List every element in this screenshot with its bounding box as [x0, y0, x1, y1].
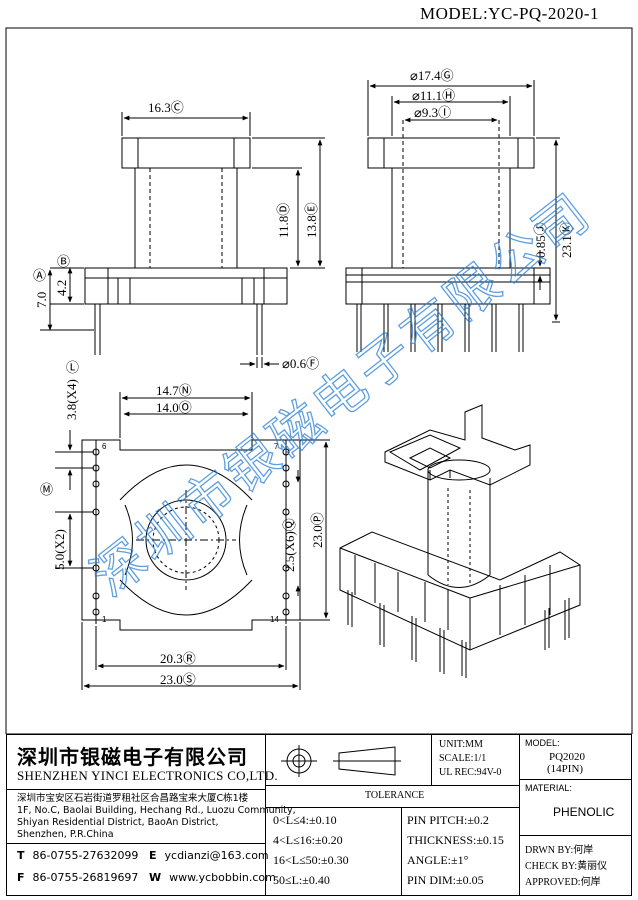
isometric-view [339, 404, 581, 678]
dim-c: 16.3Ⓒ [148, 100, 184, 115]
pin-label-1: 1 [102, 615, 107, 624]
dim-h: ⌀11.1Ⓗ [412, 88, 455, 103]
fax-row: F 86-0755-26819697 [17, 871, 138, 884]
dim-b: Ⓑ [57, 254, 70, 269]
dim-j: 0.85Ⓙ [533, 222, 548, 258]
email-label: E [149, 849, 157, 862]
pin-label-7: 7 [274, 442, 279, 451]
dim-r: 20.3Ⓡ [160, 651, 196, 666]
web-label: W [149, 871, 162, 884]
fax-label: F [17, 871, 25, 884]
unit-text: UNIT:MM [439, 739, 483, 750]
pin-label-6: 6 [102, 442, 107, 451]
sheet-border [5, 27, 633, 734]
dim-s: 23.0Ⓢ [160, 672, 196, 687]
technical-drawing: 16.3Ⓒ 11.8Ⓓ 13.8Ⓔ Ⓑ 4.2 Ⓐ 7.0 ⌀0.6Ⓕ ⌀17.… [5, 27, 633, 734]
material-value: PHENOLIC [553, 805, 615, 819]
title-block: 深圳市银磁电子有限公司 SHENZHEN YINCI ELECTRONICS C… [6, 734, 632, 896]
dim-m: Ⓜ [40, 482, 53, 497]
bottom-view [55, 392, 330, 690]
dim-n: 14.7Ⓝ [156, 383, 192, 398]
tolerance-pin-pitch: PIN PITCH:±0.2 [407, 813, 489, 827]
approved-by: APPROVED:何岸 [525, 877, 601, 888]
dim-k: 23.1Ⓚ [559, 222, 574, 258]
fax-number: 86-0755-26819697 [32, 871, 139, 884]
dim-b-value: 4.2 [54, 280, 69, 296]
tolerance-title: TOLERANCE [365, 790, 425, 801]
drawn-by: DRWN BY:何岸 [525, 845, 594, 856]
checked-by: CHECK BY:黄丽仪 [525, 861, 608, 872]
company-name-en: SHENZHEN YINCI ELECTRONICS CO,LTD. [17, 768, 278, 783]
dim-g: ⌀17.4Ⓖ [410, 68, 454, 83]
dim-e: 13.8Ⓔ [304, 202, 319, 238]
dim-f: ⌀0.6Ⓕ [282, 356, 319, 371]
pin-label-14: 14 [270, 615, 279, 624]
model-label: MODEL: [525, 738, 560, 748]
address-cn: 深圳市宝安区石岩街道罗租社区合昌路宝来大厦C栋1楼 [17, 793, 249, 804]
website: www.ycbobbin.com [169, 871, 276, 884]
phone-label: T [17, 849, 25, 862]
tolerance-row-4: 50≤L:±0.40 [273, 873, 330, 887]
ul-rec-text: UL REC:94V-0 [439, 767, 502, 778]
dim-p: 23.0Ⓟ [310, 512, 325, 548]
address-en-3: Shenzhen, P.R.China [17, 829, 114, 840]
phone-number: 86-0755-27632099 [32, 849, 139, 862]
tolerance-row-3: 16<L≤50:±0.30 [273, 853, 349, 867]
tolerance-row-2: 4<L≤16:±0.20 [273, 833, 343, 847]
tolerance-angle: ANGLE:±1° [407, 853, 469, 867]
side-view [345, 80, 560, 352]
model-heading: MODEL:YC-PQ-2020-1 [420, 4, 599, 23]
dim-o: 14.0Ⓞ [156, 400, 192, 415]
dim-m-value: 5.0(X2) [52, 529, 67, 570]
scale-text: SCALE:1/1 [439, 753, 487, 764]
model-pins: (14PIN) [547, 763, 584, 775]
tolerance-pin-dim: PIN DIM:±0.05 [407, 873, 484, 887]
dim-a-value: 7.0 [34, 292, 49, 308]
address-en-1: 1F, No.C, Baolai Building, Hechang Rd., … [17, 805, 296, 816]
projection-symbol-icon [281, 745, 401, 777]
email-address: ycdianzi@163.com [164, 849, 269, 862]
material-label: MATERIAL: [525, 783, 572, 793]
dim-a: Ⓐ [33, 268, 46, 283]
model-value: PQ2020 [549, 751, 586, 763]
address-en-2: Shiyan Residential District, BaoAn Distr… [17, 817, 219, 828]
tolerance-thickness: THICKNESS:±0.15 [407, 833, 504, 847]
dim-q: 2.5(X6)Ⓠ [282, 518, 297, 572]
dim-d: 11.8Ⓓ [276, 203, 291, 238]
pin-pads [92, 448, 290, 616]
dim-l-value: 3.8(X4) [64, 379, 79, 420]
company-name-cn: 深圳市银磁电子有限公司 [17, 745, 248, 769]
dim-i: ⌀9.3Ⓘ [414, 105, 451, 120]
dim-l: Ⓛ [66, 360, 79, 375]
phone-row: T 86-0755-27632099 [17, 849, 138, 862]
front-view [40, 112, 325, 368]
tolerance-row-1: 0<L≤4:±0.10 [273, 813, 337, 827]
